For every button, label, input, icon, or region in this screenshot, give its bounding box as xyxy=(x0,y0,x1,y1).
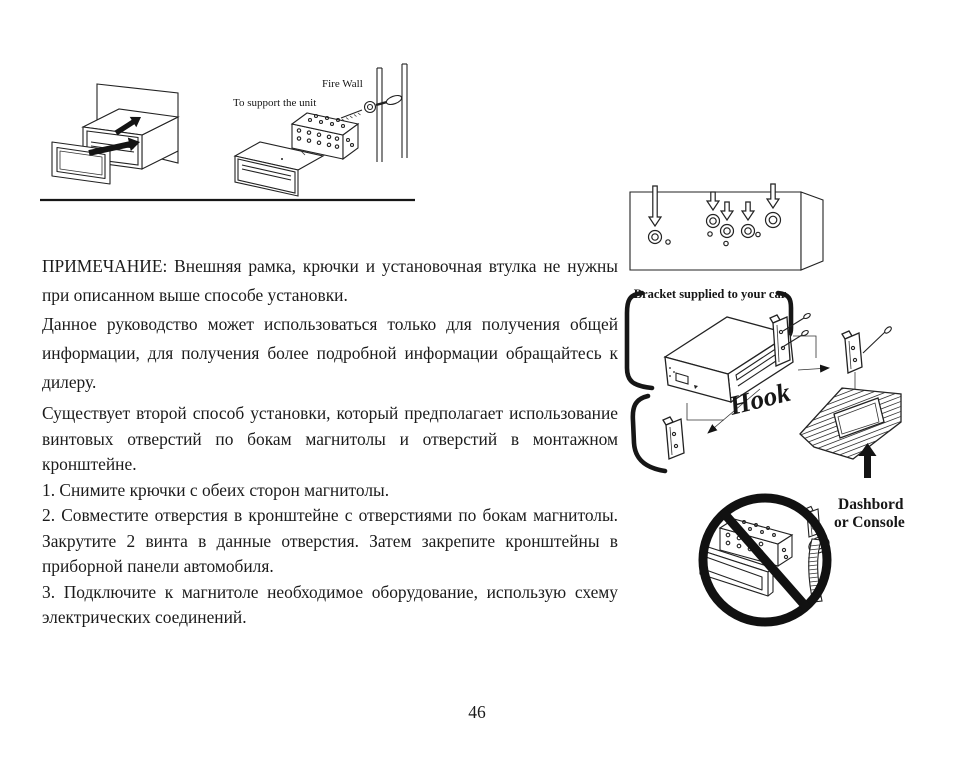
up-arrow-icon xyxy=(858,443,877,478)
bracket-label: Bracket supplied to your car xyxy=(634,287,787,301)
insert-arrow-main-icon xyxy=(88,137,140,156)
dashboard-label-line1: Dashbord xyxy=(838,496,904,513)
bracket-installation-diagram: Bracket supplied to your car xyxy=(624,183,905,627)
body-text: ПРИМЕЧАНИЕ: Внешняя рамка, крючки и уста… xyxy=(42,252,618,631)
bracket-leaders: Bracket supplied to your car xyxy=(624,287,794,474)
insert-arrow-icon xyxy=(114,116,141,136)
note-paragraph: ПРИМЕЧАНИЕ: Внешняя рамка, крючки и уста… xyxy=(42,256,618,305)
no-slash-icon xyxy=(718,508,812,612)
loose-hook-bracket xyxy=(841,330,863,374)
firewall-bolt-drawing xyxy=(340,63,408,162)
page-number: 46 xyxy=(468,702,486,722)
step-2: 2. Совместите отверстия в кронштейне с о… xyxy=(42,505,618,576)
second-method-section: Существует второй способ установки, кото… xyxy=(42,401,618,631)
dash-panel-insertion-drawing xyxy=(51,83,180,185)
down-arrow-icon xyxy=(719,201,735,222)
prohibition-drawing xyxy=(698,493,832,627)
firewall-label: Fire Wall xyxy=(322,78,363,90)
mounting-sleeve-drawing xyxy=(290,112,360,161)
second-method-paragraph: Существует второй способ установки, кото… xyxy=(42,403,618,474)
down-arrow-icon xyxy=(740,201,756,222)
no-circle-icon xyxy=(698,493,832,627)
dashboard-console-drawing: Dashbord or Console xyxy=(799,372,905,531)
sleeve-installation-diagram: To support the unit Fire Wall xyxy=(40,63,415,202)
dashboard-label-line2: or Console xyxy=(834,514,905,531)
step-1: 1. Снимите крючки с обеих сторон магнито… xyxy=(42,479,390,500)
support-label: To support the unit xyxy=(233,97,316,109)
support-strap-drawing: To support the unit Fire Wall xyxy=(233,63,408,197)
down-arrow-icon xyxy=(647,185,663,228)
down-arrow-icon xyxy=(765,183,781,210)
rear-panel-connectors-drawing xyxy=(629,183,824,271)
down-arrow-icon xyxy=(705,191,721,212)
radio-unit-drawing: Hook xyxy=(662,312,892,460)
frame-in-prohibition xyxy=(699,545,774,597)
guide-paragraph: Данное руководство может использоваться … xyxy=(42,314,618,392)
lower-hook-bracket xyxy=(662,416,685,460)
screw-icon xyxy=(780,312,892,354)
step-3: 3. Подключите к магнитоле необходимое об… xyxy=(42,581,618,628)
